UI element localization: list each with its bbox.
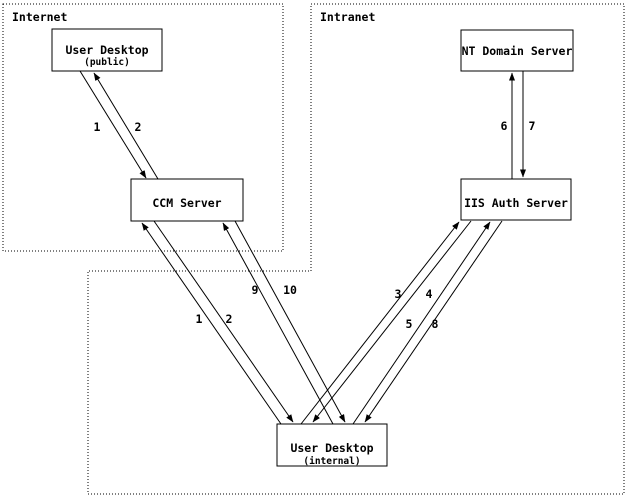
edge-label-internal-2: 2 (226, 312, 233, 326)
internet-zone-label: Internet (12, 10, 67, 24)
edge-internal-2-line (153, 220, 294, 423)
edge-5-line (352, 221, 491, 425)
edge-label-6: 6 (501, 119, 508, 133)
edge-lines (79, 70, 526, 425)
intranet-zone-label: Intranet (320, 10, 375, 24)
node-nt-domain-server: NT Domain Server (460, 29, 574, 72)
nt-domain-server-title: NT Domain Server (462, 44, 573, 58)
edge-label-public-2: 2 (135, 120, 142, 134)
nt-domain-server-box (460, 29, 574, 72)
edge-public-1-line (79, 70, 147, 179)
user-desktop-public-box (51, 28, 163, 72)
edge-public-2-line (93, 72, 159, 180)
node-ccm-server: CCM Server (130, 178, 244, 222)
edge-8-line (364, 220, 503, 423)
edge-10-line (234, 220, 346, 423)
user-desktop-internal-box (276, 423, 388, 467)
edge-label-3: 3 (395, 287, 402, 301)
node-user-desktop-public: User Desktop (public) (51, 28, 163, 72)
ccm-server-box (130, 178, 244, 222)
edge-label-8: 8 (432, 317, 439, 331)
edge-9-line (222, 222, 334, 425)
edge-4-line (312, 220, 472, 423)
ccm-server-title: CCM Server (152, 196, 221, 210)
edge-label-7: 7 (529, 119, 536, 133)
node-iis-auth-server: IIS Auth Server (460, 178, 572, 221)
edge-3-line (300, 221, 460, 425)
iis-auth-server-box (460, 178, 572, 221)
user-desktop-internal-subtitle: (internal) (303, 456, 360, 467)
intranet-zone-border (87, 3, 625, 495)
user-desktop-internal-title: User Desktop (290, 441, 373, 455)
user-desktop-public-subtitle: (public) (84, 57, 130, 68)
edge-label-9: 9 (252, 283, 259, 297)
edge-internal-1-line (141, 222, 282, 425)
node-user-desktop-internal: User Desktop (internal) (276, 423, 388, 467)
edge-label-4: 4 (426, 287, 433, 301)
edge-label-5: 5 (406, 317, 413, 331)
internet-zone-border (2, 3, 284, 252)
edge-label-public-1: 1 (94, 120, 101, 134)
iis-auth-server-title: IIS Auth Server (464, 196, 568, 210)
edge-labels: 1 2 6 7 1 2 9 10 3 4 5 8 (94, 119, 536, 331)
edge-label-10: 10 (283, 283, 297, 297)
edge-label-internal-1: 1 (196, 312, 203, 326)
user-desktop-public-title: User Desktop (65, 43, 148, 57)
